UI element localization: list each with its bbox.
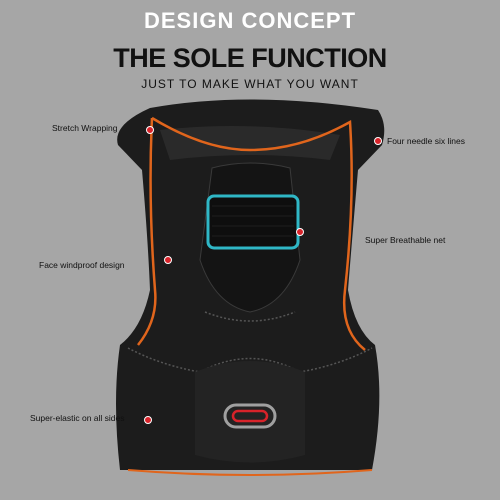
grey-seam-lower — [127, 347, 373, 373]
callout-face-windproof: Face windproof design — [39, 260, 125, 270]
callout-four-needle: Four needle six lines — [387, 136, 465, 146]
heading-design-concept: DESIGN CONCEPT — [143, 8, 357, 33]
grey-seam-chin — [204, 311, 296, 322]
orange-stitch-bottom — [127, 469, 373, 476]
mask-sheen — [160, 126, 340, 160]
callout-breathable-net: Super Breathable net — [365, 235, 446, 245]
orange-stitch-outer — [151, 116, 366, 351]
callout-super-elastic: Super-elastic on all sides — [30, 413, 125, 423]
breathable-mesh — [206, 194, 300, 250]
marker-windproof — [164, 256, 172, 264]
orange-stitch-left — [137, 117, 157, 346]
marker-needle — [374, 137, 382, 145]
marker-stretch — [146, 126, 154, 134]
callout-stretch-wrapping: Stretch Wrapping — [52, 123, 118, 133]
marker-elastic — [144, 416, 152, 424]
marker-breathable — [296, 228, 304, 236]
brand-logo — [223, 403, 277, 429]
tagline: JUST TO MAKE WHAT YOU WANT — [141, 77, 359, 91]
heading-sole-function: THE SOLE FUNCTION — [113, 43, 387, 73]
